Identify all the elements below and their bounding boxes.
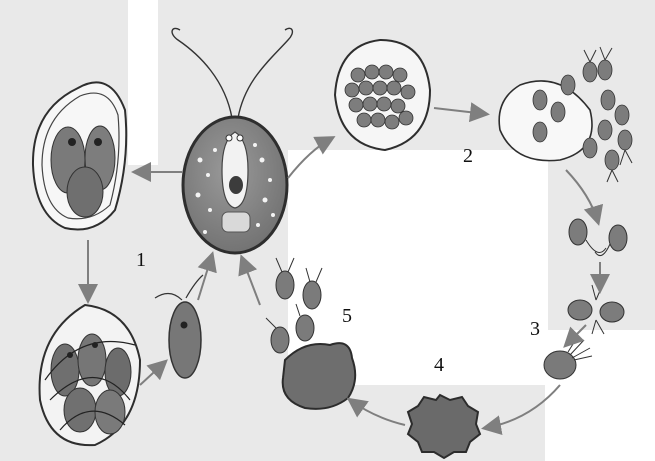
blank-patch-top <box>128 0 158 165</box>
stage-label-4: 4 <box>434 354 444 376</box>
gametangium <box>335 40 430 150</box>
blank-patch-bottom-right <box>545 330 655 461</box>
stage-label-2: 2 <box>463 145 473 167</box>
stage-label-5: 5 <box>342 305 352 327</box>
stage-label-3: 3 <box>530 318 540 340</box>
stage-label-1: 1 <box>136 249 146 271</box>
